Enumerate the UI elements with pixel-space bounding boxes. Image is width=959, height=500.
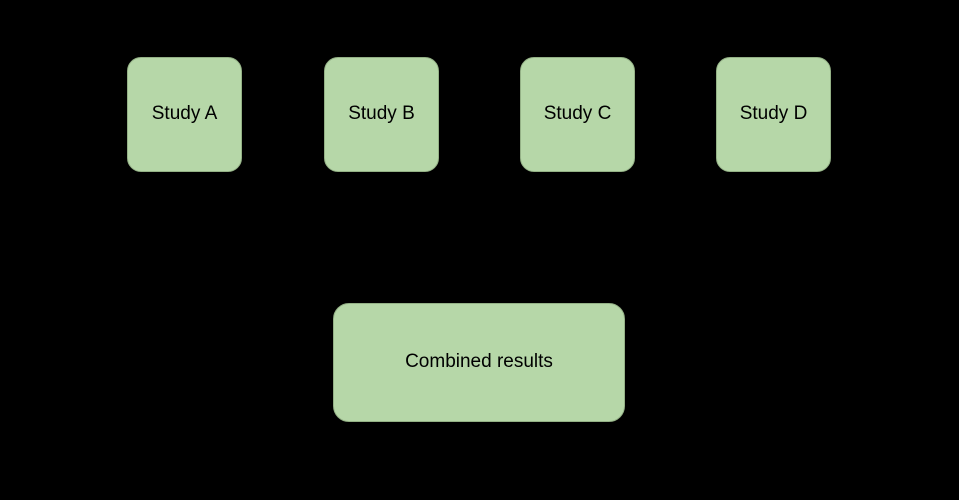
node-study-a-label: Study A (151, 103, 218, 125)
node-study-a: Study A (127, 57, 242, 172)
node-study-b: Study B (324, 57, 439, 172)
node-study-c-label: Study C (543, 103, 612, 125)
node-combined-results-label: Combined results (405, 351, 553, 373)
node-combined-results: Combined results (333, 303, 625, 422)
node-study-d: Study D (716, 57, 831, 172)
node-study-c: Study C (520, 57, 635, 172)
node-study-b-label: Study B (348, 103, 415, 125)
node-study-d-label: Study D (739, 103, 808, 125)
